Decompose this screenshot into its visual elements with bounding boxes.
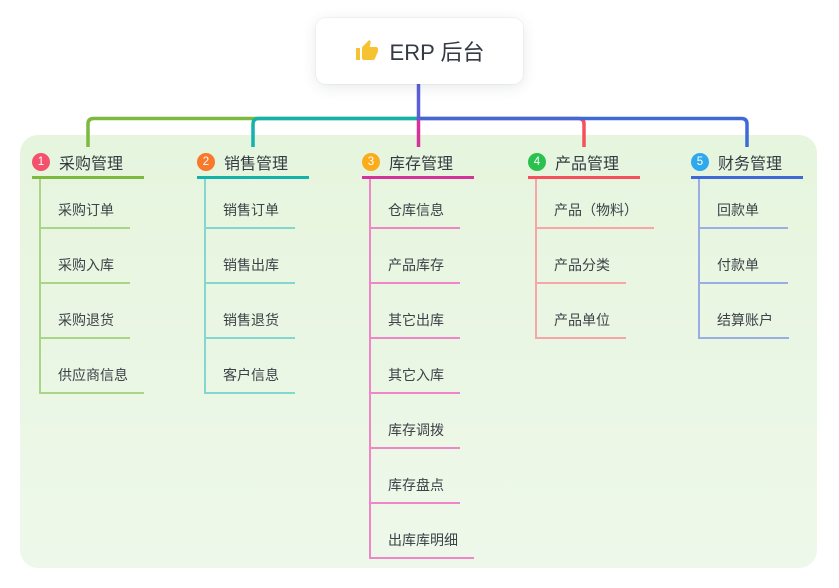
branch-children-5: 回款单付款单结算账户: [698, 179, 789, 339]
sub-item[interactable]: 仓库信息: [371, 179, 460, 229]
branch-node-5[interactable]: 5 财务管理: [691, 148, 803, 179]
branch-label: 财务管理: [718, 156, 783, 173]
branch-number-badge: 5: [691, 153, 709, 171]
sub-item[interactable]: 采购入库: [41, 229, 130, 284]
branch-node-1[interactable]: 1 采购管理: [32, 148, 144, 179]
branch-label: 销售管理: [224, 156, 289, 173]
sub-item[interactable]: 产品（物料）: [537, 179, 654, 229]
sub-item[interactable]: 其它入库: [371, 339, 460, 394]
sub-item[interactable]: 回款单: [700, 179, 788, 229]
sub-item[interactable]: 销售出库: [206, 229, 295, 284]
sub-item[interactable]: 采购退货: [41, 284, 130, 339]
sub-item[interactable]: 供应商信息: [41, 339, 144, 394]
branch-node-2[interactable]: 2 销售管理: [197, 148, 309, 179]
branches-panel: [20, 135, 817, 568]
branch-children-1: 采购订单采购入库采购退货供应商信息: [39, 179, 144, 394]
sub-item[interactable]: 销售退货: [206, 284, 295, 339]
branch-number-badge: 3: [362, 153, 380, 171]
sub-item[interactable]: 客户信息: [206, 339, 295, 394]
sub-item[interactable]: 销售订单: [206, 179, 295, 229]
sub-item[interactable]: 采购订单: [41, 179, 130, 229]
sub-item[interactable]: 出库库明细: [371, 504, 474, 559]
branch-node-3[interactable]: 3 库存管理: [362, 148, 474, 179]
branch-children-4: 产品（物料）产品分类产品单位: [535, 179, 654, 339]
branch-children-3: 仓库信息产品库存其它出库其它入库库存调拨库存盘点出库库明细: [369, 179, 474, 559]
sub-item[interactable]: 产品分类: [537, 229, 626, 284]
sub-item[interactable]: 其它出库: [371, 284, 460, 339]
sub-item[interactable]: 产品单位: [537, 284, 626, 339]
branch-number-badge: 2: [197, 153, 215, 171]
sub-item[interactable]: 产品库存: [371, 229, 460, 284]
branch-node-4[interactable]: 4 产品管理: [528, 148, 640, 179]
branch-number-badge: 4: [528, 153, 546, 171]
branch-label: 采购管理: [59, 156, 124, 173]
sub-item[interactable]: 结算账户: [700, 284, 789, 339]
sub-item[interactable]: 库存调拨: [371, 394, 460, 449]
root-node[interactable]: ERP 后台: [316, 18, 523, 84]
branch-label: 产品管理: [555, 156, 620, 173]
branch-number-badge: 1: [32, 153, 50, 171]
branch-label: 库存管理: [389, 156, 454, 173]
root-title: ERP 后台: [389, 40, 485, 65]
thumbs-up-icon: [355, 40, 378, 60]
branch-children-2: 销售订单销售出库销售退货客户信息: [204, 179, 295, 394]
sub-item[interactable]: 付款单: [700, 229, 788, 284]
sub-item[interactable]: 库存盘点: [371, 449, 460, 504]
